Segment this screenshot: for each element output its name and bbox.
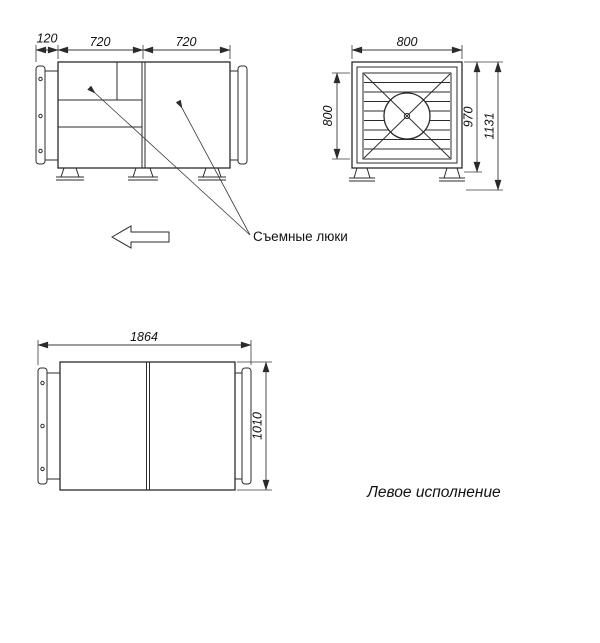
removable-hatches-label: Съемные люки <box>253 229 348 244</box>
dim-label-720-b: 720 <box>176 35 197 49</box>
side-view: 120 720 720 <box>35 32 248 181</box>
side-view-feet <box>56 167 226 181</box>
dim-720-b: 720 <box>142 35 231 54</box>
front-view-grille <box>362 72 452 160</box>
hatch-callout: Съемные люки <box>87 85 348 244</box>
side-view-casing <box>57 61 231 169</box>
dim-label-120: 120 <box>37 32 58 46</box>
dim-120: 120 <box>35 32 59 54</box>
plan-view: 1864 1010 <box>37 330 272 491</box>
dim-800-height: 800 <box>321 72 350 160</box>
front-view-feet <box>349 167 465 182</box>
plan-view-inlet-flange <box>37 367 61 485</box>
dim-label-1864: 1864 <box>130 330 158 344</box>
hatch-leader-line-1 <box>87 85 251 236</box>
hatch-leader-line-2 <box>175 99 251 236</box>
dim-label-1131: 1131 <box>483 113 497 140</box>
plan-view-casing <box>59 361 236 491</box>
dim-1010: 1010 <box>237 361 272 491</box>
dim-1864: 1864 <box>37 330 252 365</box>
dim-label-800-width: 800 <box>397 35 418 49</box>
front-view-casing <box>351 61 463 169</box>
dim-label-1010: 1010 <box>251 412 265 440</box>
dim-720-a: 720 <box>57 35 144 54</box>
side-view-inlet-flange <box>35 65 59 165</box>
dim-800-width: 800 <box>351 35 463 59</box>
dim-label-800-height: 800 <box>321 106 335 127</box>
side-view-outlet-flange <box>229 65 248 165</box>
variant-label: Левое исполнение <box>366 484 501 501</box>
dim-label-720-a: 720 <box>90 35 111 49</box>
side-view-dimensions: 120 720 720 <box>35 32 231 62</box>
plan-view-outlet-flange <box>234 367 252 485</box>
airflow-direction-arrow <box>111 225 170 249</box>
front-view: 800 800 970 1131 <box>321 35 503 191</box>
dim-1131: 1131 <box>466 61 503 191</box>
dim-label-970: 970 <box>462 107 476 128</box>
